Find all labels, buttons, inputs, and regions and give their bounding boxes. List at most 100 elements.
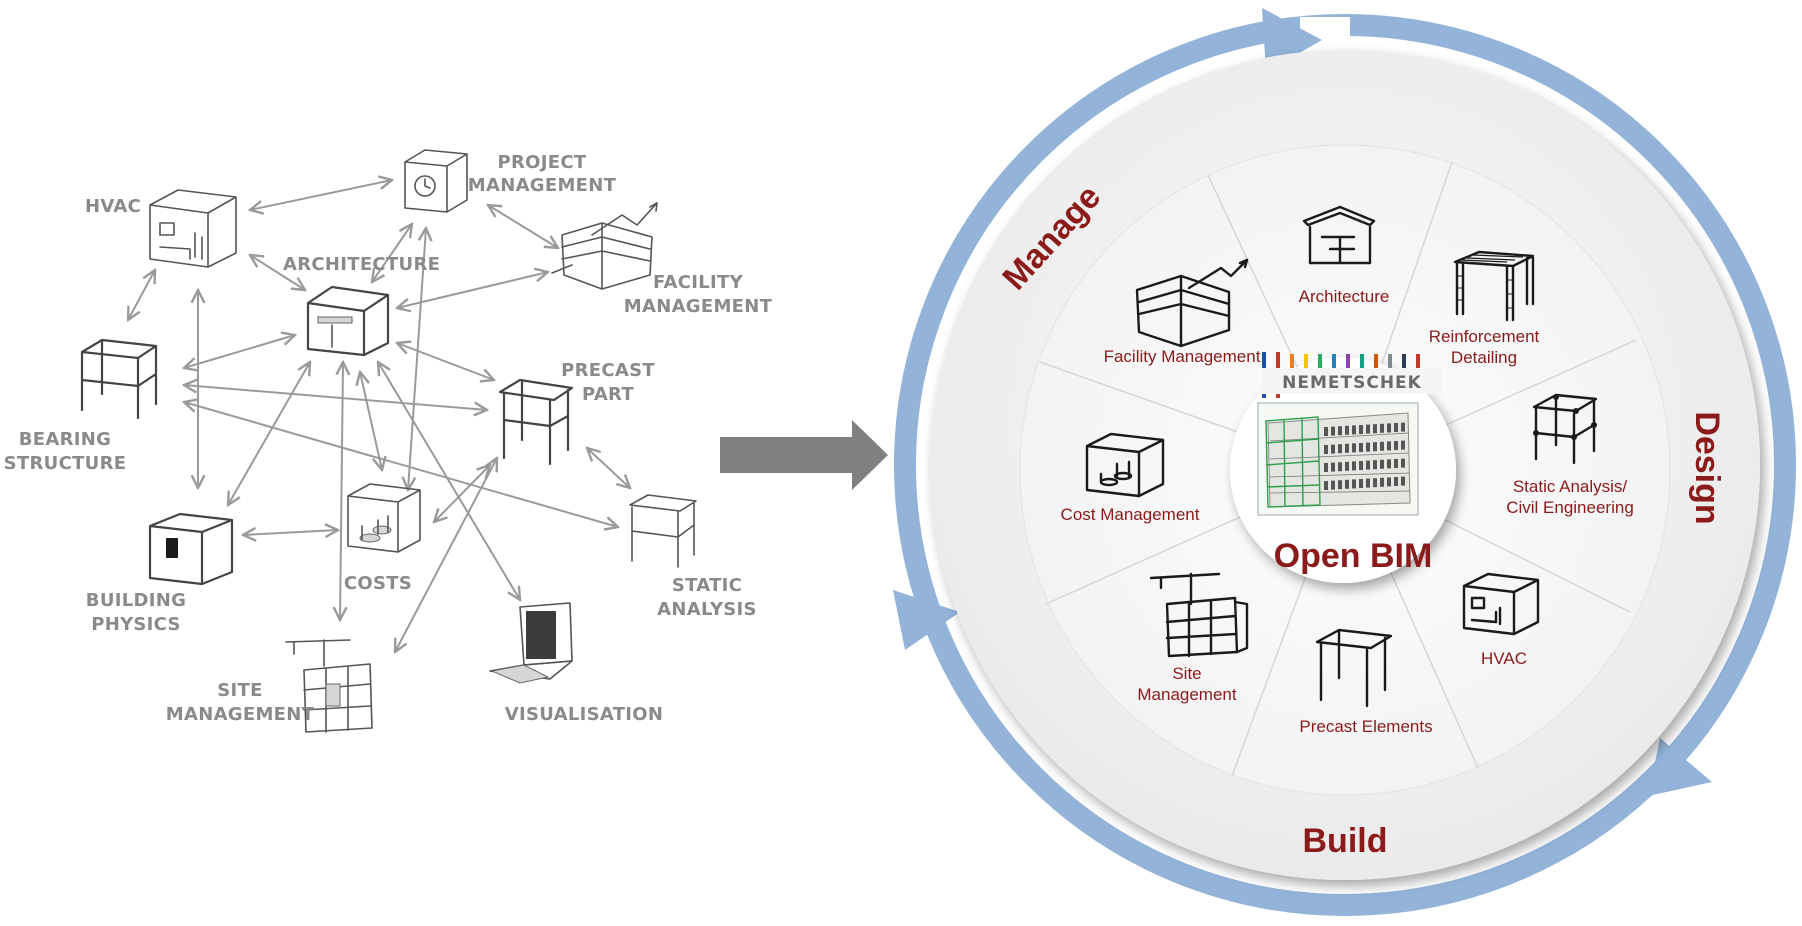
- label-bearing-structure-line1: BEARING: [19, 429, 111, 450]
- static-analysis-sketch-icon: [629, 494, 697, 568]
- building-window: [1331, 462, 1335, 472]
- building-window: [1394, 423, 1398, 432]
- building-window: [1352, 443, 1356, 453]
- building-window: [1338, 462, 1342, 472]
- brand-stripe: [1346, 354, 1350, 370]
- static-analysis-icon: [1532, 393, 1598, 465]
- building-window: [1324, 427, 1328, 436]
- brand-stripe: [1402, 354, 1406, 370]
- label-static-analysis-line2: ANALYSIS: [657, 599, 757, 620]
- segment-label-architecture: Architecture: [1299, 287, 1390, 306]
- label-project-management-line1: PROJECT: [498, 152, 587, 173]
- brand-stripe: [1318, 354, 1322, 370]
- building-window: [1352, 479, 1356, 489]
- building-window: [1387, 477, 1391, 487]
- left-network: HVAC PROJECT MANAGEMENT ARCHITECTURE FAC…: [4, 149, 773, 733]
- building-window: [1387, 459, 1391, 469]
- open-bim-wheel: NEMETSCHEK Open BIM Architecture: [893, 8, 1796, 916]
- ring-arrowhead-left: [893, 590, 960, 650]
- open-bim-title: Open BIM: [1274, 537, 1433, 575]
- segment-label-facility: Facility Management: [1104, 347, 1261, 366]
- building-window: [1359, 461, 1363, 470]
- building-window: [1345, 425, 1349, 435]
- architecture-icon: [1302, 205, 1376, 265]
- brand-stripe: [1360, 354, 1364, 370]
- label-site-management-line1: SITE: [217, 680, 262, 701]
- phase-label-design: Design: [1688, 411, 1726, 524]
- building-window: [1401, 476, 1405, 486]
- site-management-icon: [1149, 572, 1249, 658]
- building-window: [1394, 459, 1398, 468]
- building-window: [1345, 461, 1349, 471]
- costs-sketch-icon: [347, 483, 421, 553]
- building-window: [1324, 481, 1328, 490]
- building-window: [1366, 460, 1370, 470]
- building-window: [1373, 424, 1377, 434]
- building-window: [1373, 442, 1377, 452]
- building-window: [1359, 443, 1363, 452]
- building-window: [1380, 423, 1384, 433]
- bearing-structure-sketch-icon: [80, 338, 158, 420]
- brand-stripe: [1304, 354, 1308, 370]
- building-window: [1387, 441, 1391, 451]
- brand-stripe: [1374, 354, 1378, 370]
- nemetschek-logo-text: NEMETSCHEK: [1282, 373, 1422, 393]
- building-window: [1359, 425, 1363, 434]
- hvac-sketch-icon: [149, 189, 237, 268]
- precast-elements-icon: [1315, 628, 1393, 708]
- brand-stripe: [1416, 354, 1420, 370]
- segment-label-site-line1: Site: [1172, 664, 1201, 683]
- building-window: [1380, 477, 1384, 487]
- building-window: [1394, 441, 1398, 450]
- facility-management-sketch-icon: [551, 202, 658, 290]
- label-visualisation: VISUALISATION: [505, 704, 664, 725]
- label-facility-management-line1: FACILITY: [653, 272, 744, 293]
- building-window: [1324, 463, 1328, 472]
- building-window: [1387, 423, 1391, 433]
- architecture-sketch-icon: [306, 285, 390, 357]
- label-facility-management-line2: MANAGEMENT: [624, 296, 773, 317]
- segment-label-static-line1: Static Analysis/: [1513, 477, 1628, 496]
- building-window: [1338, 426, 1342, 436]
- label-precast-part-line1: PRECAST: [561, 360, 655, 381]
- site-management-sketch-icon: [285, 639, 373, 733]
- brand-stripe: [1290, 354, 1294, 370]
- segment-label-hvac: HVAC: [1481, 649, 1527, 668]
- building-window: [1338, 480, 1342, 490]
- connection-arrows: [128, 180, 630, 652]
- building-window: [1345, 479, 1349, 489]
- building-window: [1359, 479, 1363, 488]
- label-costs: COSTS: [344, 573, 412, 594]
- label-precast-part-line2: PART: [582, 384, 634, 405]
- building-window: [1401, 422, 1405, 432]
- segment-label-cost: Cost Management: [1061, 505, 1200, 524]
- building-window: [1401, 458, 1405, 468]
- label-building-physics-line2: PHYSICS: [91, 614, 181, 635]
- project-management-sketch-icon: [404, 149, 468, 213]
- precast-part-sketch-icon: [498, 378, 574, 466]
- building-image: [1257, 402, 1419, 516]
- building-window: [1394, 477, 1398, 486]
- brand-stripe: [1332, 354, 1336, 370]
- building-window: [1331, 480, 1335, 490]
- building-window: [1345, 443, 1349, 453]
- label-architecture: ARCHITECTURE: [283, 254, 440, 275]
- building-physics-sketch-icon: [148, 512, 234, 586]
- building-window: [1331, 426, 1335, 436]
- cost-management-icon: [1085, 432, 1165, 498]
- phase-label-build: Build: [1303, 822, 1388, 860]
- building-window: [1338, 444, 1342, 454]
- segment-label-static-line2: Civil Engineering: [1506, 498, 1634, 517]
- building-window: [1373, 478, 1377, 488]
- building-window: [1380, 441, 1384, 451]
- nemetschek-brand-bg: [1262, 368, 1442, 394]
- segment-label-reinforcement-line1: Reinforcement: [1429, 327, 1540, 346]
- label-static-analysis-line1: STATIC: [672, 575, 742, 596]
- facility-management-icon: [1135, 258, 1249, 348]
- transition-arrow: [720, 420, 888, 490]
- label-project-management-line2: MANAGEMENT: [468, 175, 617, 196]
- building-window: [1366, 478, 1370, 488]
- building-window: [1366, 424, 1370, 434]
- ring-arrowhead-right: [1648, 738, 1712, 796]
- label-bearing-structure-line2: STRUCTURE: [4, 453, 127, 474]
